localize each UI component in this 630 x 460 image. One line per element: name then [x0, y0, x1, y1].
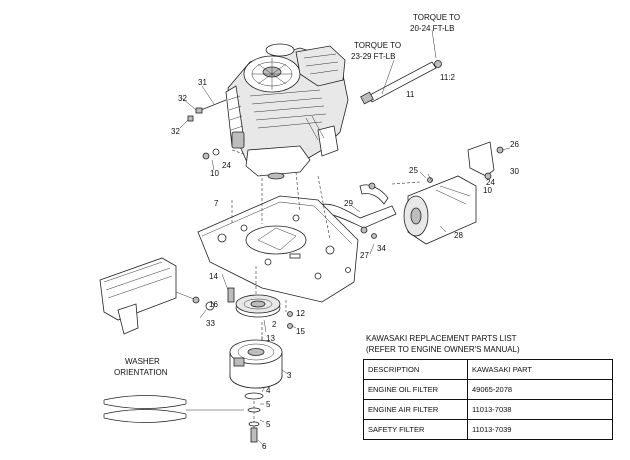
- callout-32-lower: 32: [171, 127, 180, 136]
- callout-10-left: 10: [210, 169, 219, 178]
- callout-28: 28: [454, 231, 463, 240]
- torque-note-dipstick: TORQUE TO 23-29 FT-LB: [351, 41, 401, 61]
- callout-13: 13: [266, 334, 275, 343]
- row-part-number: 49065-2078: [467, 379, 613, 400]
- callout-4: 4: [266, 386, 271, 395]
- callout-16: 16: [209, 300, 218, 309]
- callout-26: 26: [510, 140, 519, 149]
- engine-illustration: [225, 43, 349, 180]
- bracket-hardware-31-32: [179, 85, 227, 129]
- washer-bolt-stack: [244, 387, 265, 447]
- parts-list-title-line1: KAWASAKI REPLACEMENT PARTS LIST: [366, 334, 517, 343]
- row-part-number: 11013-7039: [467, 419, 613, 440]
- callout-24-left: 24: [222, 161, 231, 170]
- torque-note-a-line2: 23-29 FT-LB: [351, 52, 395, 61]
- callout-5-lower: 5: [266, 420, 271, 429]
- torque-note-b-line2: 20-24 FT-LB: [410, 24, 454, 33]
- table-header-row: DESCRIPTION KAWASAKI PART: [363, 359, 613, 380]
- washer-orientation-detail: [103, 395, 244, 423]
- callout-27: 27: [360, 251, 369, 260]
- callout-30: 30: [510, 167, 519, 176]
- callout-34: 34: [377, 244, 386, 253]
- table-row: ENGINE OIL FILTER 49065-2078: [363, 379, 613, 400]
- callout-14: 14: [209, 272, 218, 281]
- callout-29: 29: [344, 199, 353, 208]
- parts-list-title-line2: (REFER TO ENGINE OWNER'S MANUAL): [366, 345, 520, 354]
- leader-lines: [291, 171, 447, 329]
- electric-clutch: [229, 339, 289, 389]
- washer-note-line2: ORIENTATION: [114, 368, 168, 377]
- callout-3: 3: [287, 371, 292, 380]
- callout-10-right: 10: [483, 186, 492, 195]
- callout-24-right: 24: [486, 178, 495, 187]
- callout-2: 2: [272, 320, 277, 329]
- callout-32-upper: 32: [178, 94, 187, 103]
- callout-25: 25: [409, 166, 418, 175]
- callout-11-2: 11:2: [440, 73, 456, 82]
- belt-guard-bracket: [99, 257, 215, 335]
- table-row: SAFETY FILTER 11013-7039: [363, 419, 613, 440]
- callout-11: 11: [406, 90, 415, 99]
- table-row: ENGINE AIR FILTER 11013-7038: [363, 399, 613, 420]
- dipstick-tube: [360, 29, 442, 105]
- callout-6: 6: [262, 442, 267, 451]
- header-description: DESCRIPTION: [363, 359, 468, 380]
- muffler-assembly: [315, 141, 511, 245]
- header-kawasaki-part: KAWASAKI PART: [467, 359, 613, 380]
- callout-33: 33: [206, 319, 215, 328]
- parts-list-panel: KAWASAKI REPLACEMENT PARTS LIST (REFER T…: [363, 333, 613, 440]
- parts-list-title: KAWASAKI REPLACEMENT PARTS LIST (REFER T…: [366, 333, 566, 355]
- row-description: SAFETY FILTER: [363, 419, 468, 440]
- washer-note-line1: WASHER: [125, 357, 160, 366]
- torque-note-a-line1: TORQUE TO: [354, 41, 401, 50]
- torque-note-cap: TORQUE TO 20-24 FT-LB: [410, 13, 460, 33]
- callout-7: 7: [214, 199, 219, 208]
- pulley-and-bolts: [221, 273, 293, 342]
- engine-mount-bolts: [202, 148, 245, 171]
- washer-orientation-note: WASHER ORIENTATION: [114, 357, 168, 377]
- callout-31: 31: [198, 78, 207, 87]
- parts-list-table: DESCRIPTION KAWASAKI PART ENGINE OIL FIL…: [363, 359, 613, 440]
- callout-12: 12: [296, 309, 305, 318]
- engine-deck-plate: [197, 195, 359, 303]
- callout-5-upper: 5: [266, 400, 271, 409]
- callout-15: 15: [296, 327, 305, 336]
- callout-labels: 31 32 32 24 10 7 11 11:2 25 26 24 30 10 …: [171, 73, 519, 451]
- row-part-number: 11013-7038: [467, 399, 613, 420]
- torque-note-b-line1: TORQUE TO: [413, 13, 460, 22]
- row-description: ENGINE OIL FILTER: [363, 379, 468, 400]
- row-description: ENGINE AIR FILTER: [363, 399, 468, 420]
